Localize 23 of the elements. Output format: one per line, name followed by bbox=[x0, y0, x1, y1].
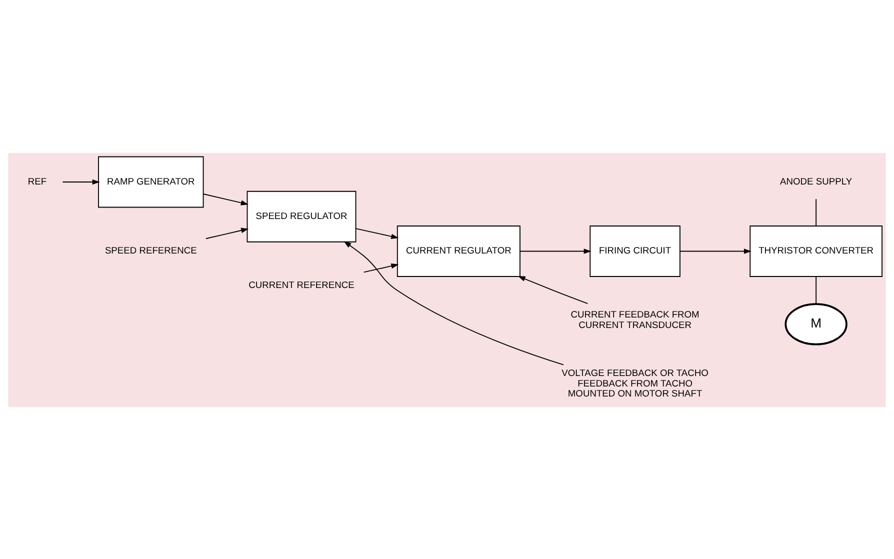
arrow bbox=[520, 248, 592, 254]
node-box: CURRENT REGULATOR bbox=[396, 225, 520, 276]
arrow bbox=[363, 262, 399, 272]
node-text: ANODE SUPPLY bbox=[780, 176, 852, 186]
arrow bbox=[202, 193, 248, 205]
node-text: SPEED REFERENCE bbox=[104, 245, 197, 256]
node-text: REF bbox=[28, 176, 47, 186]
node-box: FIRING CIRCUIT bbox=[590, 225, 680, 276]
arrow bbox=[205, 227, 249, 239]
node-box: SPEED REGULATOR bbox=[246, 190, 356, 242]
arrow bbox=[62, 178, 100, 184]
node-box: RAMP GENERATOR bbox=[98, 156, 204, 208]
arrow bbox=[518, 275, 588, 304]
connector bbox=[816, 198, 817, 226]
arrow bbox=[680, 248, 752, 254]
node-text: CURRENT REFERENCE bbox=[248, 280, 354, 290]
node-text: CURRENT FEEDBACK FROM CURRENT TRANSDUCER bbox=[570, 309, 700, 330]
connector bbox=[816, 276, 817, 304]
node-box: THYRISTOR CONVERTER bbox=[750, 225, 882, 276]
node-ellipse: M bbox=[784, 302, 848, 345]
arrow bbox=[355, 228, 399, 238]
arrow bbox=[344, 240, 564, 365]
node-text: VOLTAGE FEEDBACK OR TACHO FEEDBACK FROM TACHO MOUNTED ON MOTOR SHAFT bbox=[562, 368, 708, 398]
